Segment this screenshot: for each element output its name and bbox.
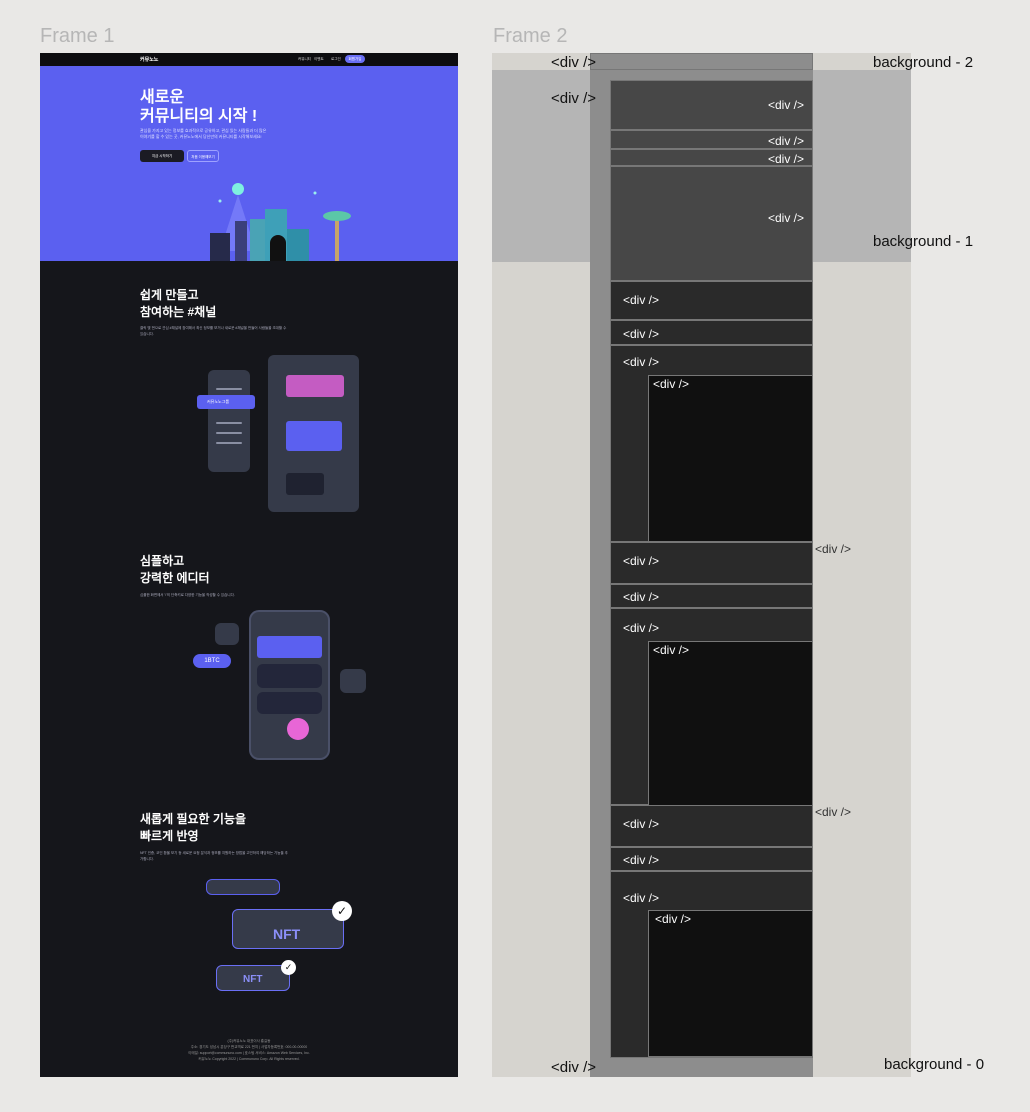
footer-copyright: 커뮤노노 Copyright 2022 | Commununo Corp. Al… (40, 1056, 458, 1062)
div-label: <div /> (653, 377, 690, 391)
div-label: <div /> (767, 211, 804, 225)
check-icon: ✓ (332, 901, 352, 921)
channel-item[interactable] (216, 442, 242, 444)
start-now-button[interactable]: 지금 시작하기 (140, 150, 184, 162)
div-annotation: <div /> (815, 805, 852, 819)
frame-1-website-mockup: 커뮤노노 커뮤니티 이벤트 로그인 회원가입 새로운 커뮤니티의 시작 ! 관심… (40, 53, 458, 1077)
phone-editor-mockup (249, 610, 330, 760)
channel-item[interactable] (216, 388, 242, 390)
div-block: <div /> (610, 166, 813, 281)
site-navbar: 커뮤노노 커뮤니티 이벤트 로그인 회원가입 (40, 53, 458, 66)
footer-contact: 이메일: support@commununo.com | 호스팅 서비스: Am… (188, 1051, 310, 1055)
attachment-icon (340, 669, 366, 693)
section-feature-title-line-1: 새롭게 필요한 기능을 (140, 812, 247, 826)
background-0-annotation: background - 0 (884, 1056, 985, 1073)
div-annotation: <div /> (551, 54, 597, 71)
frame-1-label: Frame 1 (40, 25, 115, 47)
hash-channel-card (206, 879, 280, 895)
hero-title: 새로운 커뮤니티의 시작 ! (140, 88, 257, 126)
section-channel-title-line-2: 참여하는 #채널 (140, 305, 217, 319)
div-block: <div /> (610, 805, 813, 847)
div-label: <div /> (623, 891, 660, 905)
avatar (287, 718, 309, 740)
footer-company: (주)커뮤노노 대표이사 홍길동 (227, 1039, 271, 1043)
div-block: <div /> (610, 584, 813, 608)
editor-code-block (257, 664, 322, 688)
footer-address: 주소: 경기도 성남시 분당구 판교역로 221 번지 | 사업자등록번호: 0… (190, 1045, 308, 1049)
div-block: <div /> (610, 281, 813, 320)
div-label: <div /> (623, 293, 660, 307)
section-channel-description: 클릭 몇 번으로 관심 #채널에 참여해서 최신 정보를 보거나 새로운 #채널… (140, 326, 287, 336)
hero-title-line-1: 새로운 (140, 89, 185, 106)
div-block: <div /> (610, 320, 813, 345)
top-div (590, 53, 813, 70)
video-icon (215, 623, 239, 645)
div-label: <div /> (655, 912, 692, 926)
nft-card-large: NFT (232, 909, 344, 949)
hero-description: 관심을 가지고 있는 정보를 효과적으로 공유하고, 관심 있는 사람들과 더 … (140, 128, 267, 139)
background-2-annotation: background - 2 (873, 54, 974, 71)
section-channel-title-line-1: 쉽게 만들고 (140, 288, 199, 302)
feed-image (286, 473, 324, 495)
div-annotation: <div /> (815, 542, 852, 556)
check-icon: ✓ (281, 960, 296, 975)
feed-image (286, 421, 342, 451)
channel-list-panel (208, 370, 250, 472)
div-annotation: <div /> (551, 1059, 597, 1076)
section-feature-description: NFT 인증, 코인 환율 보기 등 새로운 요청 분석과 정보를 지원하는 방… (140, 851, 288, 861)
div-annotation: <div /> (551, 90, 597, 107)
nav-item-community[interactable]: 커뮤니티 (298, 57, 311, 61)
nav-item-event[interactable]: 이벤트 (314, 57, 324, 61)
section-editor-title: 심플하고 강력한 에디터 (140, 553, 210, 587)
div-label: <div /> (653, 643, 690, 657)
div-label: <div /> (767, 98, 804, 112)
try-first-button[interactable]: 처음 이용해보기 (187, 150, 219, 162)
channel-item[interactable] (216, 422, 242, 424)
section-editor-title-line-1: 심플하고 (140, 554, 185, 568)
div-block: <div /> (610, 130, 813, 149)
feed-image (286, 375, 344, 397)
section-feature-title: 새롭게 필요한 기능을 빠르게 반영 (140, 811, 246, 845)
site-logo[interactable]: 커뮤노노 (140, 57, 159, 63)
div-block: <div /> (610, 149, 813, 166)
nft-label-small: NFT (243, 974, 263, 985)
nft-label: NFT (273, 926, 301, 942)
nav-item-login[interactable]: 로그인 (331, 57, 341, 61)
editor-text-block (257, 692, 322, 714)
div-label: <div /> (623, 327, 660, 341)
footer-copyright-text: Copyright 2022 | Commununo Corp. All Rig… (212, 1057, 300, 1061)
section-channel-title: 쉽게 만들고 참여하는 #채널 (140, 287, 216, 321)
section-editor-title-line-2: 강력한 에디터 (140, 571, 210, 585)
section-feature-title-line-2: 빠르게 반영 (140, 829, 199, 843)
div-label: <div /> (623, 621, 660, 635)
div-label: <div /> (623, 355, 660, 369)
frame-2-label: Frame 2 (493, 25, 568, 47)
div-label: <div /> (623, 590, 660, 604)
div-block: <div /> (610, 542, 813, 584)
channel-item[interactable] (216, 432, 242, 434)
footer-brand: 커뮤노노 (198, 1057, 212, 1061)
div-label: <div /> (767, 152, 804, 166)
div-label: <div /> (623, 817, 660, 831)
div-block: <div /> (610, 847, 813, 871)
hero-city-illustration (210, 183, 351, 261)
section-editor-description: 심플한 화면에서 '/'의 단축키로 다양한 기능을 작성할 수 있습니다. (140, 593, 235, 597)
div-label: <div /> (767, 134, 804, 148)
background-1-annotation: background - 1 (873, 233, 974, 250)
div-block-inner: <div /> (648, 641, 813, 807)
channel-feed-panel (268, 355, 359, 512)
div-block-inner: <div /> (648, 375, 813, 542)
hero-title-line-2: 커뮤니티의 시작 ! (140, 108, 258, 125)
hero-section: 새로운 커뮤니티의 시작 ! 관심을 가지고 있는 정보를 효과적으로 공유하고… (40, 66, 458, 261)
signup-button[interactable]: 회원가입 (345, 55, 365, 63)
div-label: <div /> (623, 554, 660, 568)
nft-card-small: NFT (216, 965, 290, 991)
div-label: <div /> (623, 853, 660, 867)
div-block-inner: <div /> (648, 910, 813, 1057)
btc-badge: 1BTC (193, 654, 231, 668)
div-block: <div /> (610, 80, 813, 130)
editor-image-block (257, 636, 322, 658)
site-footer: (주)커뮤노노 대표이사 홍길동 주소: 경기도 성남시 분당구 판교역로 22… (40, 1038, 458, 1062)
active-channel-item[interactable]: 커뮤노노그룹 (197, 395, 255, 409)
